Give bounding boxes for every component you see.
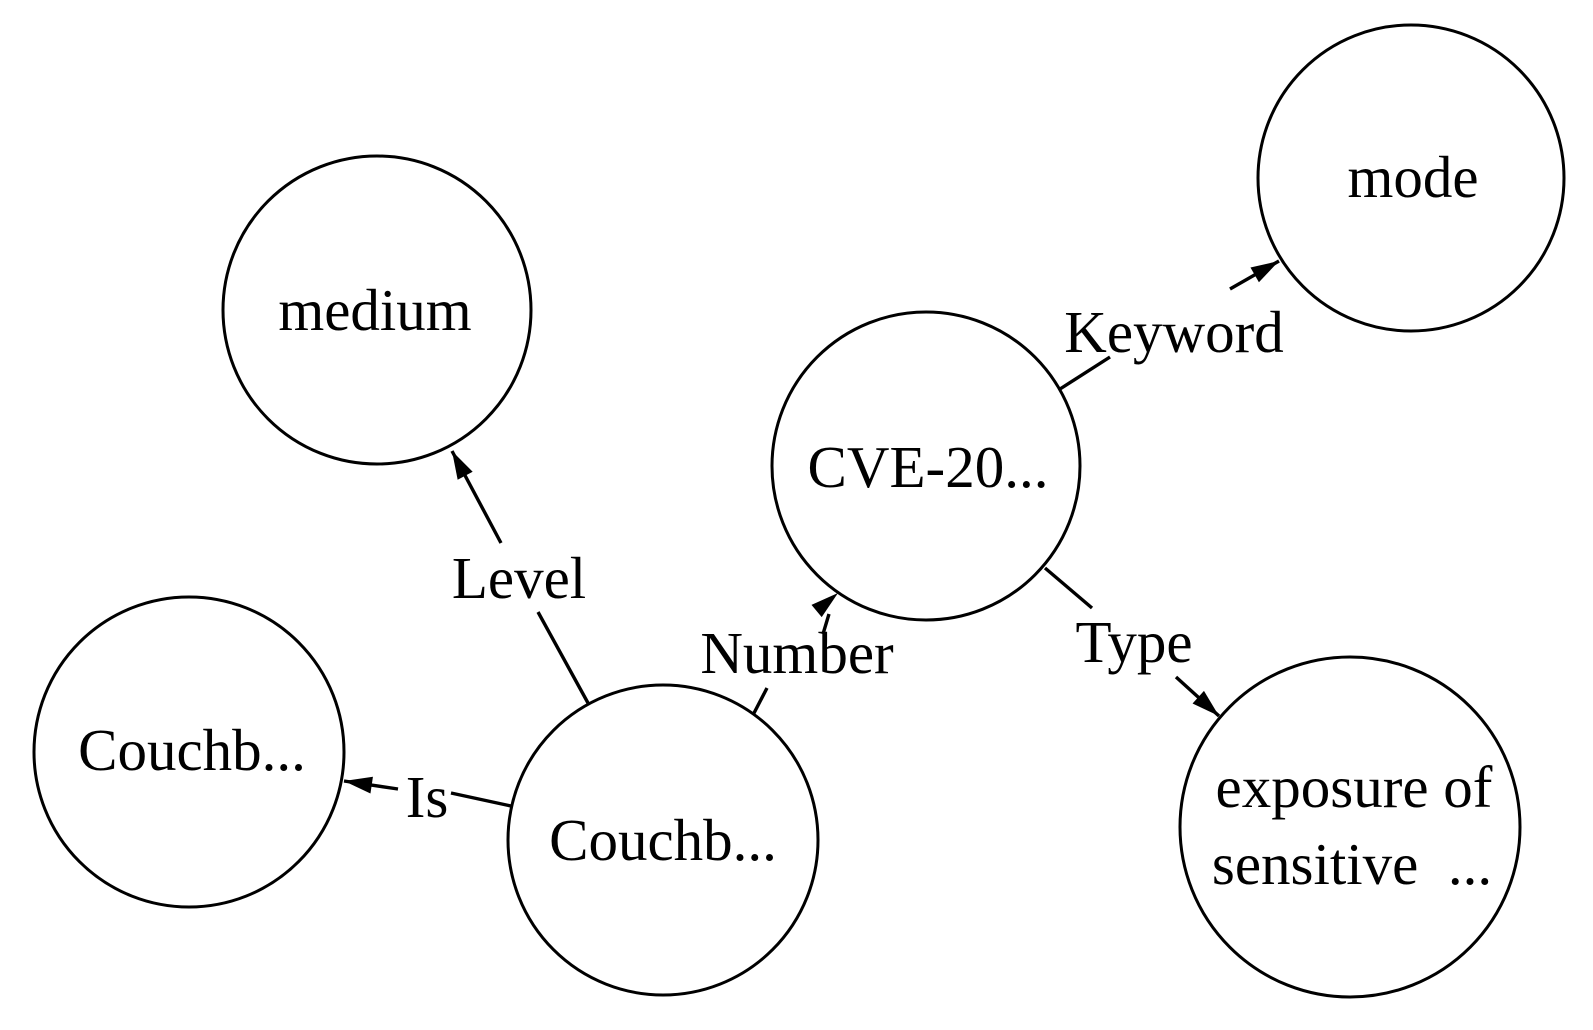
node-medium[interactable]: medium [221,154,533,466]
node-mode[interactable]: mode [1256,23,1566,333]
edge-is-arrow [343,776,399,794]
node-exposure-label-line1: exposure of [1216,754,1493,820]
node-exposure-label-line2: sensitive ... [1212,831,1492,897]
node-couchbase-main[interactable]: Couchb... [506,683,820,997]
node-exposure[interactable]: exposure of sensitive ... [1178,655,1522,999]
edge-type: Type [1043,566,1221,718]
edge-number-line [751,687,769,716]
edge-keyword-arrow [1229,259,1280,291]
edge-number-arrowhead [811,593,838,618]
node-mode-circle[interactable] [1256,23,1566,333]
node-couchbase-left-label: Couchb... [78,717,306,783]
node-couchbase-main-label: Couchb... [549,807,777,873]
edge-keyword-line [1059,355,1111,391]
edge-level: Level [450,450,590,704]
edge-type-label: Type [1075,609,1192,675]
edge-level-label: Level [452,545,586,611]
edge-keyword-label: Keyword [1064,299,1284,365]
node-couchbase-main-circle[interactable] [506,683,820,997]
edge-type-line [1043,566,1094,610]
node-cve[interactable]: CVE-20... [770,310,1082,622]
edge-level-line [536,611,590,704]
edge-number-arrow-stem [821,613,831,635]
node-mode-label: mode [1347,144,1478,210]
edge-level-arrow [450,450,503,544]
node-cve-circle[interactable] [770,310,1082,622]
edge-number-label: Number [700,620,894,686]
node-medium-circle[interactable] [221,154,533,466]
node-cve-label: CVE-20... [808,434,1049,500]
node-medium-label: medium [278,277,471,343]
edge-is-label: Is [406,764,449,830]
edge-is: Is [343,764,512,830]
node-couchbase-left-circle[interactable] [32,595,346,909]
edge-number: Number [700,593,894,716]
node-exposure-circle[interactable] [1178,655,1522,999]
edge-keyword: Keyword [1059,259,1284,391]
edge-type-arrow [1174,675,1221,718]
edge-is-line [450,791,512,808]
node-couchbase-left[interactable]: Couchb... [32,595,346,909]
